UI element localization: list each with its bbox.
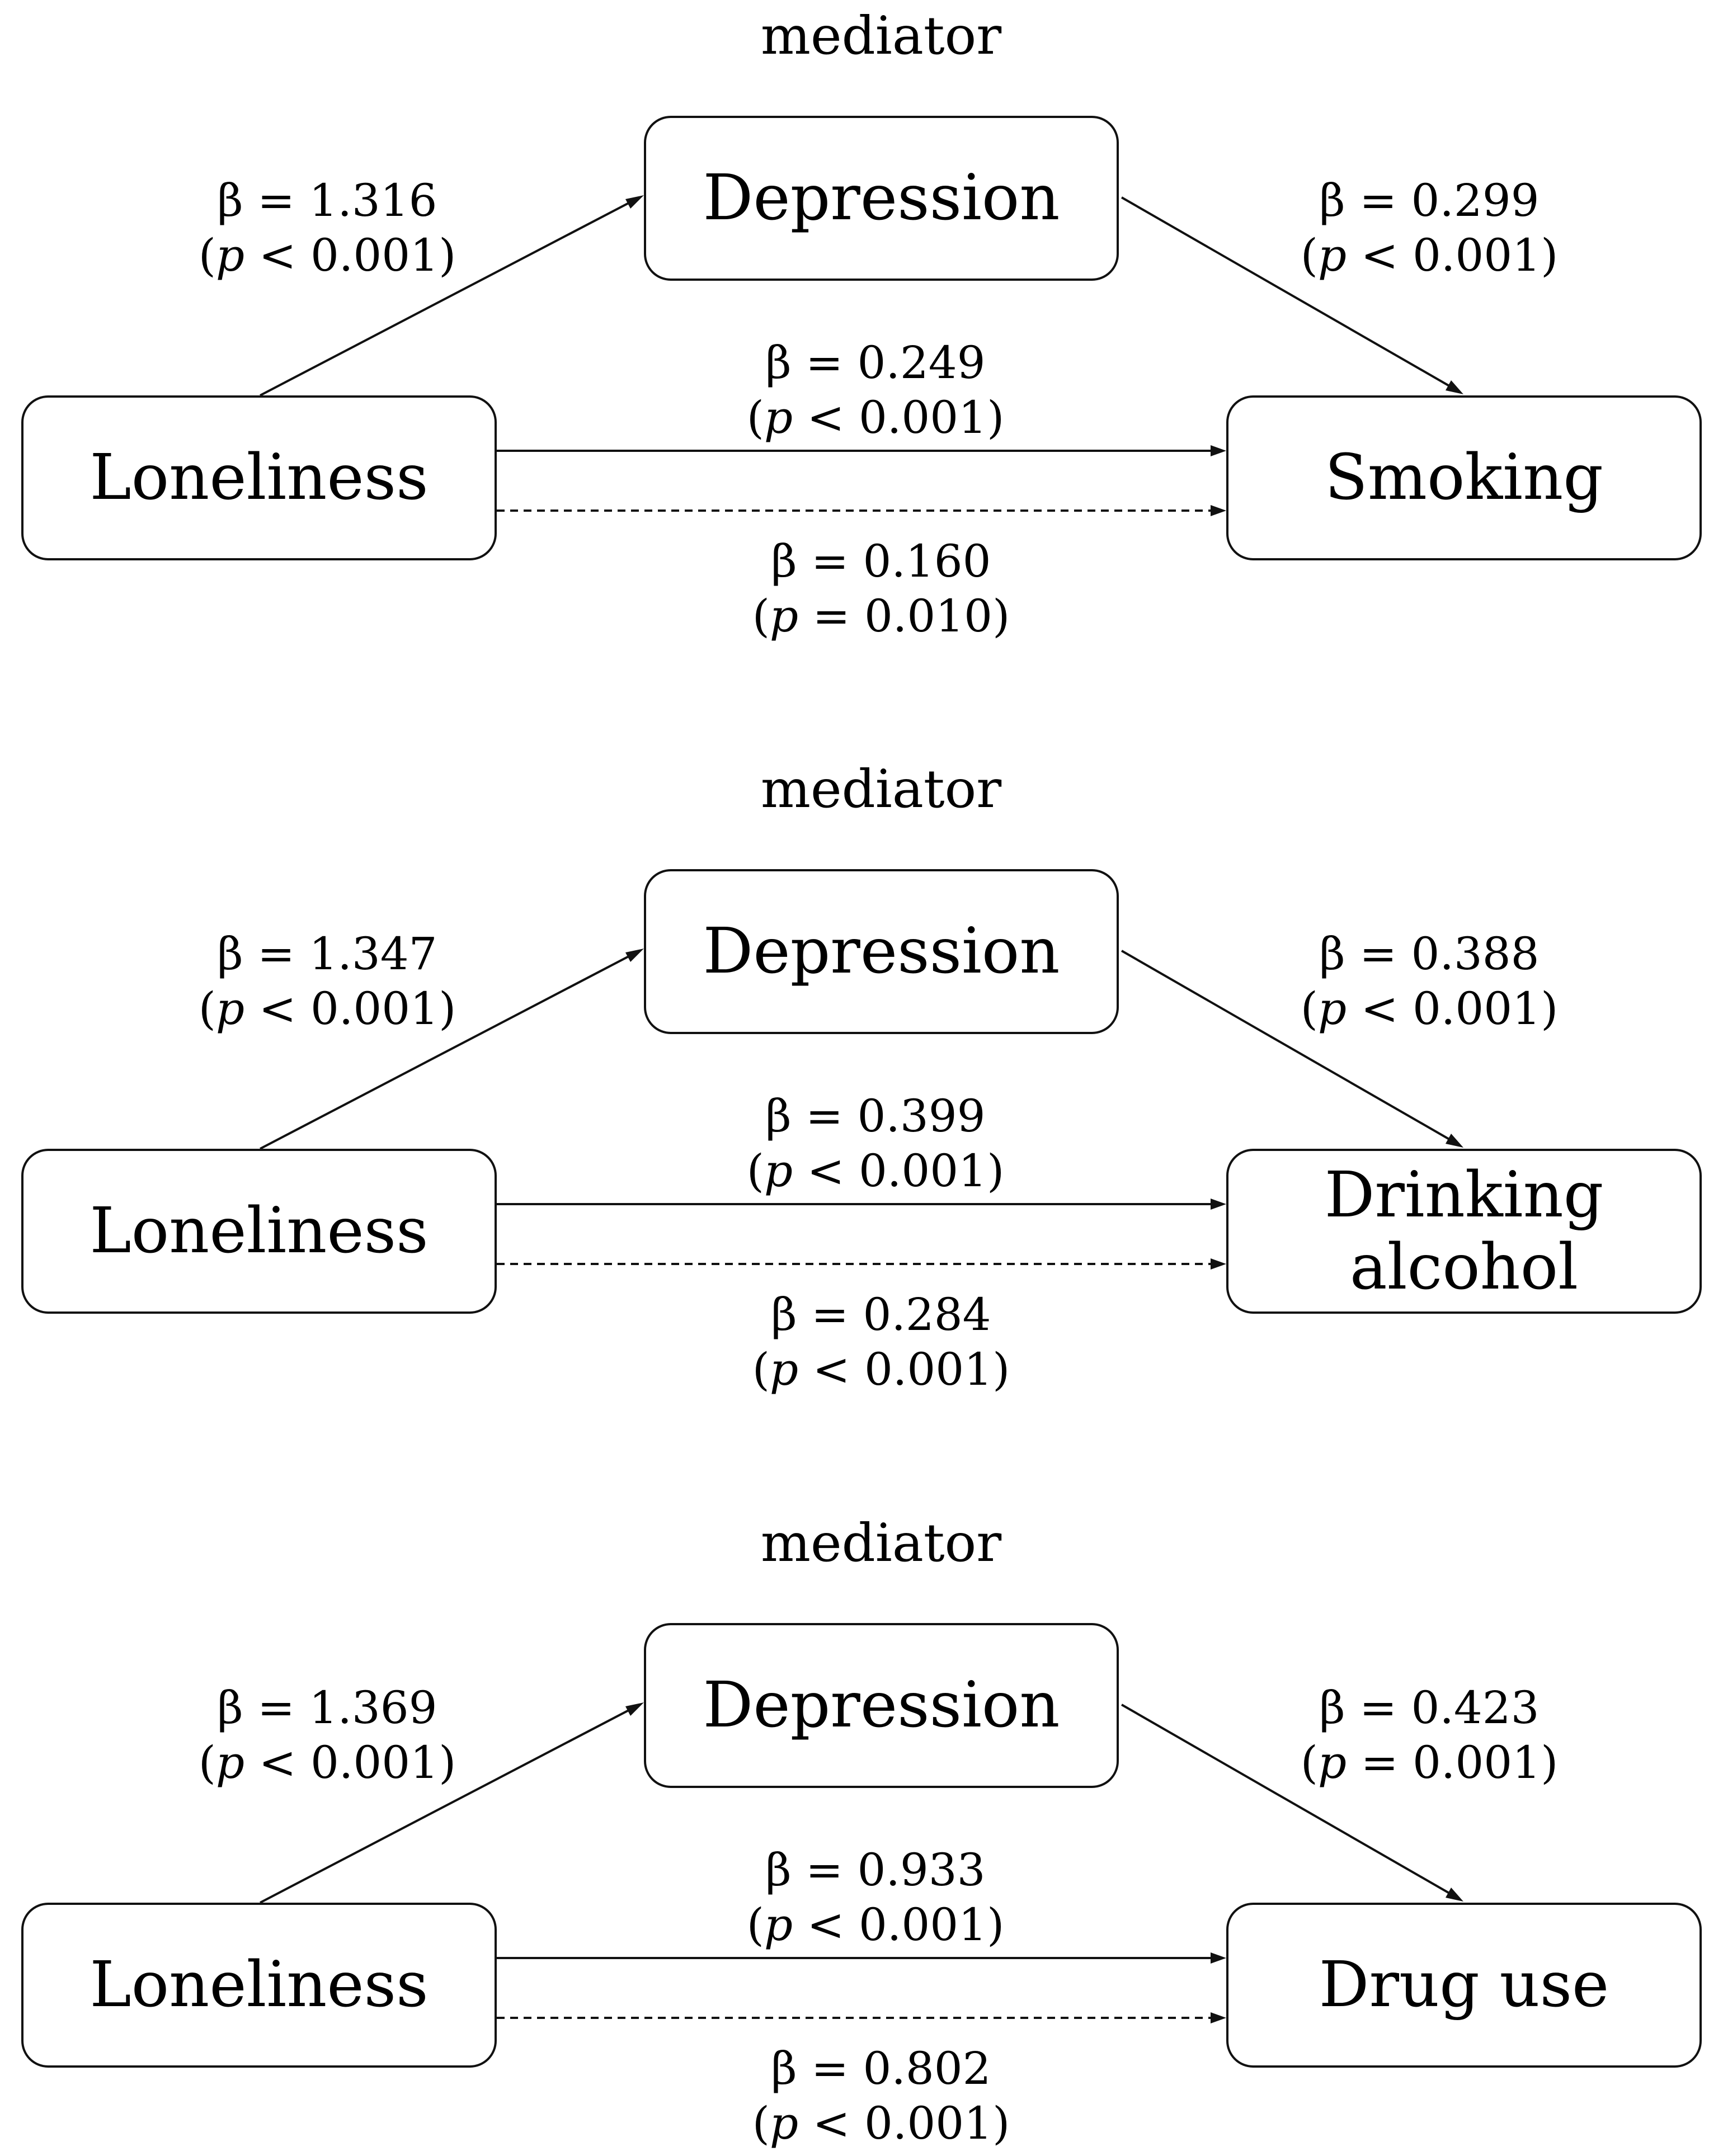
- path-a-arrow: [260, 196, 640, 397]
- path-arrows: [260, 1702, 1463, 2023]
- path-c-prime-arrowhead: [1211, 505, 1226, 516]
- mediator-caption: mediator: [760, 1513, 1002, 1574]
- path-a-arrow: [260, 950, 640, 1150]
- path-c-coefficient: β = 0.399 (p < 0.001): [708, 1089, 1043, 1199]
- depression-box: Depression: [644, 116, 1119, 281]
- depression-box: Depression: [644, 869, 1119, 1034]
- mediator-caption: mediator: [760, 759, 1002, 820]
- depression-box: Depression: [644, 1623, 1119, 1788]
- path-b-coefficient: β = 0.299 (p < 0.001): [1261, 173, 1597, 283]
- path-b-coefficient: β = 0.388 (p < 0.001): [1261, 927, 1597, 1036]
- path-a-beta: β = 1.347: [217, 928, 437, 980]
- path-a-coefficient: β = 1.369 (p < 0.001): [159, 1681, 495, 1790]
- path-c-prime-pvalue: (p < 0.001): [752, 1343, 1010, 1395]
- outcome-box: Smoking: [1226, 395, 1702, 560]
- outcome-box: Drug use: [1226, 1903, 1702, 2068]
- path-b-arrowhead: [1446, 1134, 1463, 1148]
- path-a-arrow: [260, 1704, 640, 1904]
- path-c-prime-coefficient: β = 0.802 (p < 0.001): [713, 2041, 1049, 2151]
- mediation-model-drinking-alcohol: mediator Depression Loneliness Drinking …: [0, 753, 1723, 1402]
- path-b-pvalue: (p = 0.001): [1300, 1737, 1559, 1789]
- path-a-beta: β = 1.369: [217, 1682, 437, 1734]
- path-c-prime-coefficient: β = 0.160 (p = 0.010): [713, 534, 1049, 644]
- path-c-beta: β = 0.933: [765, 1844, 986, 1896]
- path-b-arrow: [1121, 950, 1460, 1146]
- path-b-arrow: [1121, 1704, 1460, 1900]
- path-b-arrowhead: [1446, 380, 1463, 394]
- path-a-coefficient: β = 1.316 (p < 0.001): [159, 173, 495, 283]
- path-c-coefficient: β = 0.933 (p < 0.001): [708, 1843, 1043, 1952]
- path-b-pvalue: (p < 0.001): [1300, 229, 1559, 281]
- path-c-beta: β = 0.399: [765, 1090, 986, 1142]
- path-b-arrow: [1121, 196, 1460, 393]
- loneliness-box: Loneliness: [21, 395, 497, 560]
- path-c-prime-arrowhead: [1211, 2012, 1226, 2023]
- path-c-arrowhead: [1211, 1952, 1226, 1964]
- path-b-pvalue: (p < 0.001): [1300, 983, 1559, 1035]
- loneliness-box: Loneliness: [21, 1149, 497, 1314]
- path-a-arrowhead: [625, 949, 644, 962]
- path-c-pvalue: (p < 0.001): [746, 391, 1005, 444]
- path-a-coefficient: β = 1.347 (p < 0.001): [159, 927, 495, 1036]
- outcome-box: Drinking alcohol: [1226, 1149, 1702, 1314]
- path-c-prime-pvalue: (p < 0.001): [752, 2097, 1010, 2149]
- path-b-coefficient: β = 0.423 (p = 0.001): [1261, 1681, 1597, 1790]
- path-a-pvalue: (p < 0.001): [198, 229, 456, 281]
- path-c-prime-beta: β = 0.160: [771, 535, 991, 587]
- path-c-prime-coefficient: β = 0.284 (p < 0.001): [713, 1287, 1049, 1397]
- path-c-beta: β = 0.249: [765, 337, 986, 389]
- mediation-model-drug-use: mediator Depression Loneliness Drug use …: [0, 1507, 1723, 2156]
- path-c-prime-beta: β = 0.284: [771, 1289, 991, 1341]
- path-c-arrowhead: [1211, 445, 1226, 456]
- path-c-prime-pvalue: (p = 0.010): [752, 590, 1010, 642]
- path-c-pvalue: (p < 0.001): [746, 1899, 1005, 1951]
- path-c-prime-arrowhead: [1211, 1258, 1226, 1270]
- path-a-beta: β = 1.316: [217, 174, 437, 227]
- path-b-beta: β = 0.299: [1319, 174, 1540, 227]
- mediator-caption: mediator: [760, 6, 1002, 67]
- mediation-model-smoking: mediator Depression Loneliness Smoking β…: [0, 0, 1723, 649]
- path-c-arrowhead: [1211, 1199, 1226, 1210]
- path-c-prime-beta: β = 0.802: [771, 2042, 991, 2094]
- path-c-pvalue: (p < 0.001): [746, 1145, 1005, 1197]
- path-arrows: [260, 195, 1463, 516]
- path-a-pvalue: (p < 0.001): [198, 983, 456, 1035]
- path-b-arrowhead: [1446, 1888, 1463, 1902]
- path-arrows: [260, 949, 1463, 1270]
- path-b-beta: β = 0.423: [1319, 1682, 1540, 1734]
- path-a-arrowhead: [625, 1702, 644, 1716]
- loneliness-box: Loneliness: [21, 1903, 497, 2068]
- path-a-arrowhead: [625, 195, 644, 209]
- path-a-pvalue: (p < 0.001): [198, 1737, 456, 1789]
- path-b-beta: β = 0.388: [1319, 928, 1540, 980]
- path-c-coefficient: β = 0.249 (p < 0.001): [708, 336, 1043, 445]
